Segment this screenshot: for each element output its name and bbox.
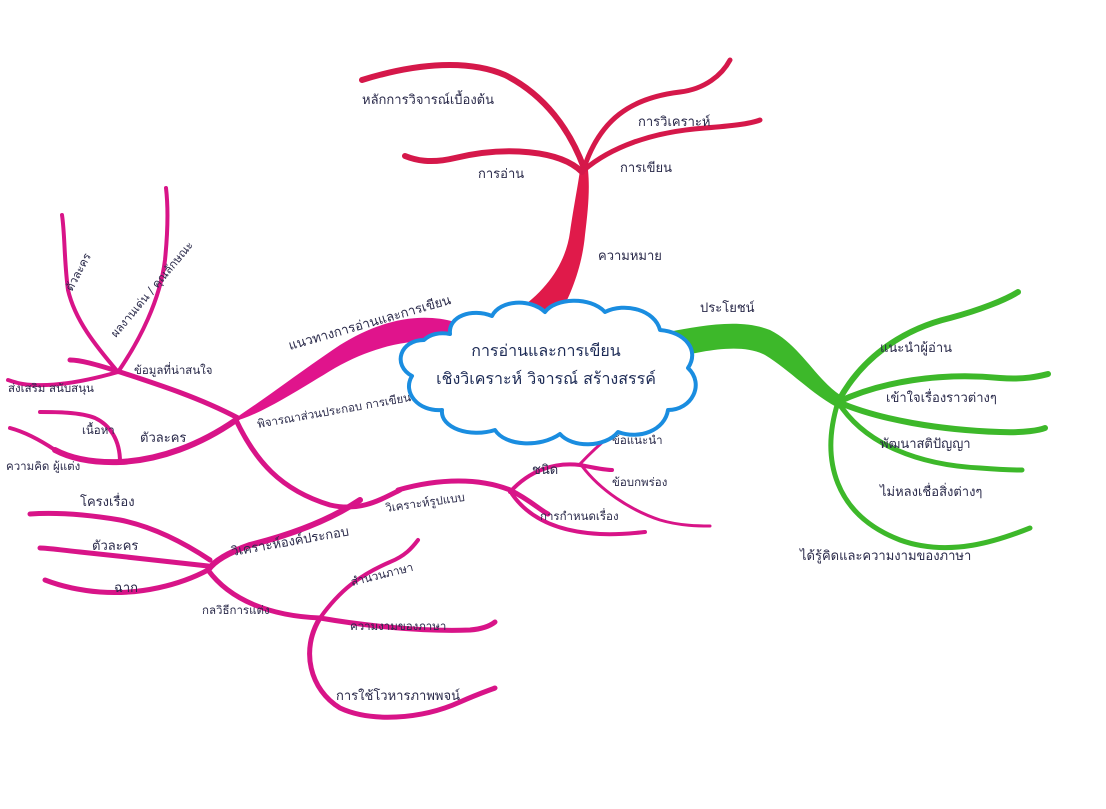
green-label-aesthetics: ได้รู้คิดและความงามของภาษา xyxy=(799,548,971,564)
magenta-label-content: เนื้อหา xyxy=(82,422,115,437)
red-branch-writing xyxy=(581,117,763,173)
magenta-label-author: ความคิด ผู้แต่ง xyxy=(6,459,80,473)
magenta-branch-author xyxy=(8,426,57,452)
magenta-branch-figurative xyxy=(307,615,498,720)
green-label-not-gullible: ไม่หลงเชื่อสิ่งต่างๆ xyxy=(879,483,982,500)
green-label-guide-reader: แนะนำผู้อ่าน xyxy=(880,341,952,356)
center-subtitle: เชิงวิเคราะห์ วิจารณ์ สร้างสรรค์ xyxy=(436,369,656,388)
magenta-branch-qualities xyxy=(116,186,170,374)
magenta-branch-character xyxy=(52,417,239,466)
green-label-intellect: พัฒนาสติปัญญา xyxy=(880,437,971,452)
red-branch-critique xyxy=(359,61,587,171)
magenta-label-elements: วิเคราะห์องค์ประกอบ xyxy=(229,523,350,560)
center-cloud-shape xyxy=(398,298,698,447)
magenta-label-setting: ฉาก xyxy=(114,581,138,596)
magenta-branch-support xyxy=(6,370,120,388)
magenta-label-plot: โครงเรื่อง xyxy=(80,493,135,510)
branch-magenta-top: แนวทางการอ่านและการเขียน ข้อมูลที่น่าสนใ… xyxy=(6,186,455,510)
magenta-label-info: ข้อมูลที่น่าสนใจ xyxy=(134,362,213,377)
magenta-label-advice: ข้อแนะนำ xyxy=(612,433,663,447)
branch-magenta-bottom: วิเคราะห์รูปแบบ ชนิด ข้อแนะนำ ข้อบกพร่อง… xyxy=(27,433,712,720)
red-label-analysis: การวิเคราะห์ xyxy=(638,114,710,130)
magenta-branch-char-top xyxy=(60,213,120,374)
green-branch-1 xyxy=(835,289,1021,405)
red-branch-reading xyxy=(402,148,585,175)
green-branch-4 xyxy=(835,399,1025,473)
magenta-branch-idiom xyxy=(318,538,420,620)
magenta-branch-technique xyxy=(205,567,323,621)
red-label-writing: การเขียน xyxy=(620,160,672,176)
branch-green: ประโยชน์ แนะนำผู้อ่าน เข้าใจเรื่องราวต่า… xyxy=(668,289,1051,564)
red-label-critique: หลักการวิจารณ์เบื้องต้น xyxy=(362,90,494,108)
magenta-label-defect: ข้อบกพร่อง xyxy=(612,475,667,489)
magenta-label-character: ตัวละคร xyxy=(140,431,186,446)
branch-red: ความหมาย หลักการวิจารณ์เบื้องต้น การวิเค… xyxy=(359,57,763,314)
magenta-branch-plot xyxy=(27,510,213,563)
green-branch-3 xyxy=(835,399,1048,436)
center-node: การอ่านและการเขียน เชิงวิเคราะห์ วิจารณ์… xyxy=(398,298,698,447)
magenta-branch-defect xyxy=(580,464,712,528)
green-label-benefit: ประโยชน์ xyxy=(700,300,755,316)
magenta-branch-setting xyxy=(42,567,211,596)
magenta-label-elem-char: ตัวละคร xyxy=(92,539,138,554)
red-label-reading: การอ่าน xyxy=(478,167,524,182)
magenta-label-type: ชนิด xyxy=(532,463,558,478)
green-branch-2 xyxy=(835,371,1051,405)
green-label-understand: เข้าใจเรื่องราวต่างๆ xyxy=(886,389,997,406)
magenta-label-support: ส่งเสริม สนับสนุน xyxy=(8,381,94,395)
green-trunk xyxy=(668,323,842,410)
magenta-branch-elements xyxy=(205,497,363,573)
magenta-branch-beauty xyxy=(317,615,498,633)
green-branch-5 xyxy=(828,399,1033,551)
magenta-label-beauty: ความงามของภาษา xyxy=(350,619,446,633)
red-branch-analysis xyxy=(581,57,733,171)
magenta-label-figurative: การใช้โวหารภาพพจน์ xyxy=(336,688,460,704)
magenta-label-topic: การกำหนดเรื่อง xyxy=(540,508,619,523)
magenta-branch-elem-char xyxy=(37,545,211,569)
magenta-branch-info xyxy=(67,357,241,421)
magenta-branch-components xyxy=(233,417,403,510)
center-title: การอ่านและการเขียน xyxy=(471,341,621,360)
magenta-branch-form xyxy=(395,478,551,517)
red-trunk xyxy=(515,170,589,314)
red-label-meaning: ความหมาย xyxy=(598,249,662,264)
magenta-branch-type xyxy=(508,462,614,494)
magenta-label-technique: กลวิธีการแต่ง xyxy=(202,603,270,617)
magenta-branch-content xyxy=(38,410,122,464)
magenta-branch-topic xyxy=(510,492,647,537)
magenta-top-trunk xyxy=(232,317,455,422)
magenta-label-qualities: ผลงานเด่น / คุณลักษณะ xyxy=(108,238,196,340)
